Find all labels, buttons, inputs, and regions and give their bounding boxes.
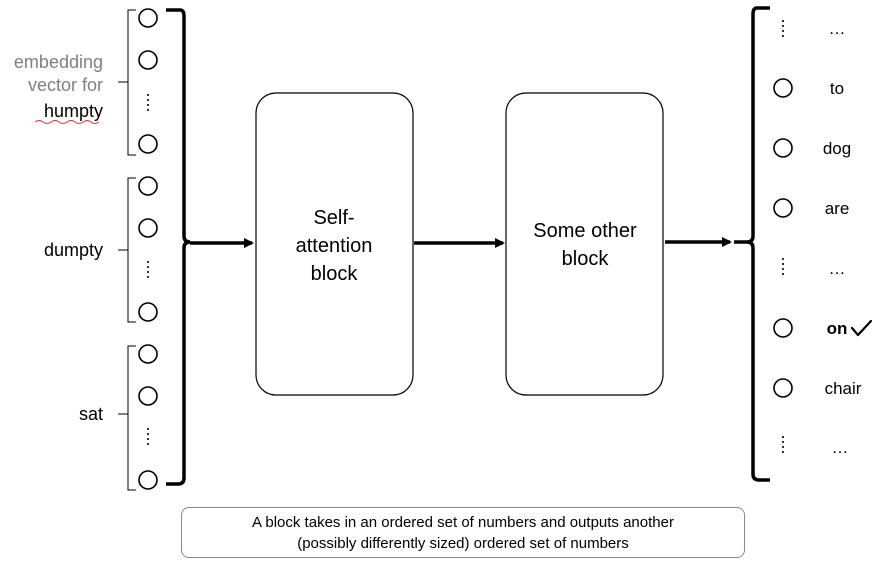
spellcheck-underline	[34, 120, 100, 124]
input-bracket	[166, 8, 191, 486]
self-attention-block: Self- attention block	[255, 92, 414, 396]
caption-box: A block takes in an ordered set of numbe…	[181, 507, 745, 558]
output-label: are	[825, 199, 850, 218]
input-group-dumpty: dumpty	[44, 176, 158, 323]
self-attention-block-line-3: block	[311, 263, 359, 285]
input-neuron	[138, 302, 158, 322]
output-item-ellipsis-bottom: …	[782, 436, 849, 457]
caption-line-1: A block takes in an ordered set of numbe…	[252, 513, 674, 531]
input-neuron	[138, 8, 158, 28]
output-label-selected: on	[827, 319, 848, 338]
other-block-box	[505, 92, 664, 396]
check-icon	[850, 319, 873, 337]
output-item-are: are	[773, 198, 850, 218]
input-neuron	[138, 470, 158, 490]
self-attention-block-line-2: attention	[296, 235, 373, 257]
output-item-on-selected: on	[773, 318, 873, 338]
output-label: …	[829, 259, 846, 278]
input-label-sat: sat	[79, 404, 103, 424]
output-item-ellipsis-middle: …	[782, 258, 846, 278]
output-bracket	[734, 6, 770, 482]
input-neuron	[138, 386, 158, 406]
output-item-ellipsis-top: …	[782, 19, 846, 38]
output-neuron	[773, 78, 793, 98]
other-block-line-1: Some other	[533, 220, 637, 242]
output-neuron	[773, 318, 793, 338]
input-brace-sat	[118, 345, 136, 491]
output-label: chair	[825, 379, 862, 398]
output-item-chair: chair	[773, 378, 862, 398]
input-group-sat: sat	[79, 344, 158, 491]
output-item-dog: dog	[773, 138, 851, 158]
output-label: …	[832, 438, 849, 457]
output-item-to: to	[773, 78, 844, 98]
output-label: dog	[823, 139, 851, 158]
input-neuron	[138, 134, 158, 154]
input-label-dumpty: dumpty	[44, 240, 103, 260]
self-attention-block-box	[255, 92, 414, 396]
input-neuron	[138, 344, 158, 364]
input-neuron	[138, 176, 158, 196]
output-neuron	[773, 378, 793, 398]
other-block-line-2: block	[562, 248, 610, 270]
input-neuron	[138, 50, 158, 70]
input-brace-dumpty	[118, 177, 136, 323]
input-label-line-2: vector for	[28, 75, 103, 95]
other-block: Some other block	[505, 92, 664, 396]
output-neuron	[773, 138, 793, 158]
input-neuron	[138, 218, 158, 238]
output-neuron	[773, 198, 793, 218]
caption-line-2: (possibly differently sized) ordered set…	[297, 534, 629, 552]
input-label-humpty: humpty	[44, 101, 103, 121]
output-label: to	[830, 79, 844, 98]
input-brace-humpty	[118, 9, 136, 156]
self-attention-block-line-1: Self-	[313, 207, 354, 229]
input-group-humpty: embedding vector for humpty	[14, 8, 158, 156]
output-label: …	[829, 19, 846, 38]
input-label-line-1: embedding	[14, 52, 103, 72]
